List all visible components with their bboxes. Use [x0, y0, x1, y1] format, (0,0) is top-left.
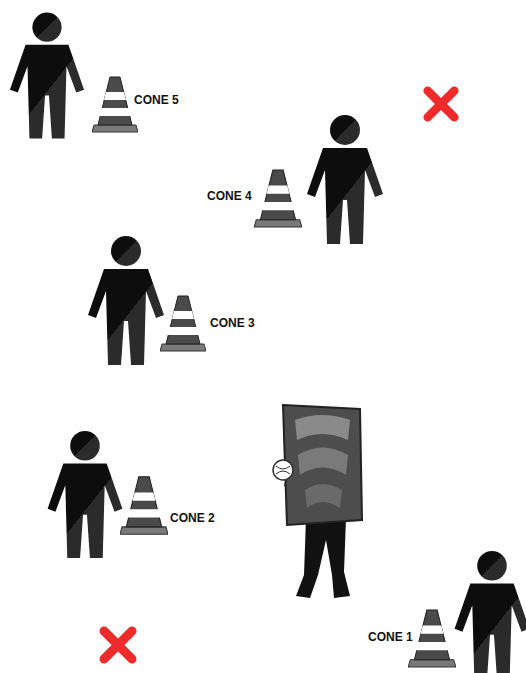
cone — [408, 610, 456, 667]
red-x — [104, 631, 132, 659]
cone — [254, 170, 302, 227]
blindfolded-player — [273, 405, 362, 598]
red-x — [428, 91, 455, 118]
player — [48, 431, 123, 558]
cone — [160, 296, 206, 351]
cone-label: CONE 4 — [207, 189, 252, 203]
player — [10, 13, 84, 139]
player — [88, 236, 164, 365]
cone-label: CONE 2 — [170, 511, 215, 525]
player — [455, 551, 526, 673]
cone-label: CONE 5 — [134, 93, 179, 107]
cone-label: CONE 1 — [368, 630, 413, 644]
cone-label: CONE 3 — [210, 316, 255, 330]
player — [307, 115, 383, 244]
cone — [120, 477, 168, 534]
cone — [92, 77, 138, 132]
